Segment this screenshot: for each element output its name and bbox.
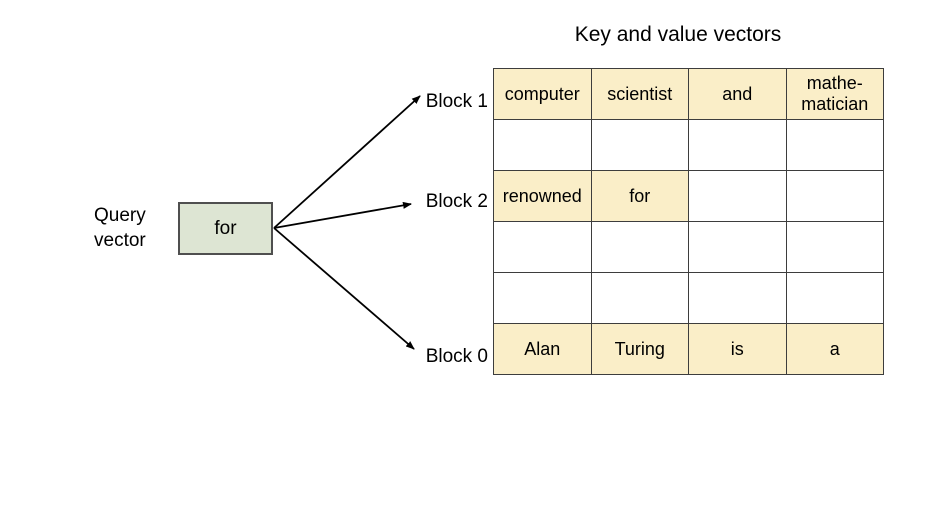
arrow-to-block-1 xyxy=(273,95,421,229)
query-vector-label-line2: vector xyxy=(94,230,146,251)
block-label-block-0: Block 0 xyxy=(425,346,488,367)
table-cell-empty xyxy=(493,272,592,324)
table-cell-token: Turing xyxy=(590,323,689,375)
table-cell-empty xyxy=(785,170,884,222)
table-cell-empty xyxy=(590,272,689,324)
block-label-block-1: Block 1 xyxy=(425,91,488,112)
table-cell-empty xyxy=(785,272,884,324)
query-vector-box[interactable]: for xyxy=(178,202,273,255)
table-cell-empty xyxy=(785,119,884,171)
arrow-to-block-0 xyxy=(273,227,415,350)
table-cell-empty xyxy=(688,272,787,324)
table-cell-token: a xyxy=(785,323,884,375)
table-row xyxy=(493,119,884,171)
table-cell-empty xyxy=(688,221,787,273)
table-cell-token: and xyxy=(688,68,787,120)
table-cell-empty xyxy=(493,221,592,273)
query-vector-label: Query vector xyxy=(94,203,174,253)
table-row xyxy=(493,221,884,273)
table-cell-empty xyxy=(688,119,787,171)
table-row xyxy=(493,272,884,324)
table-cell-token: is xyxy=(688,323,787,375)
table-cell-token: scientist xyxy=(590,68,689,120)
query-vector-label-line1: Query xyxy=(94,205,146,226)
table-cell-empty xyxy=(493,119,592,171)
table-cell-empty xyxy=(688,170,787,222)
page-title: Key and value vectors xyxy=(574,23,782,46)
block-label-block-2: Block 2 xyxy=(425,191,488,212)
arrow-to-block-2 xyxy=(273,201,412,229)
table-cell-token: mathe-matician xyxy=(785,68,884,120)
query-vector-token: for xyxy=(214,217,237,239)
table-cell-token: computer xyxy=(493,68,592,120)
table-cell-token: renowned xyxy=(493,170,592,222)
table-cell-empty xyxy=(590,119,689,171)
table-cell-token: for xyxy=(590,170,689,222)
table-cell-token: Alan xyxy=(493,323,592,375)
table-cell-empty xyxy=(590,221,689,273)
table-cell-empty xyxy=(785,221,884,273)
